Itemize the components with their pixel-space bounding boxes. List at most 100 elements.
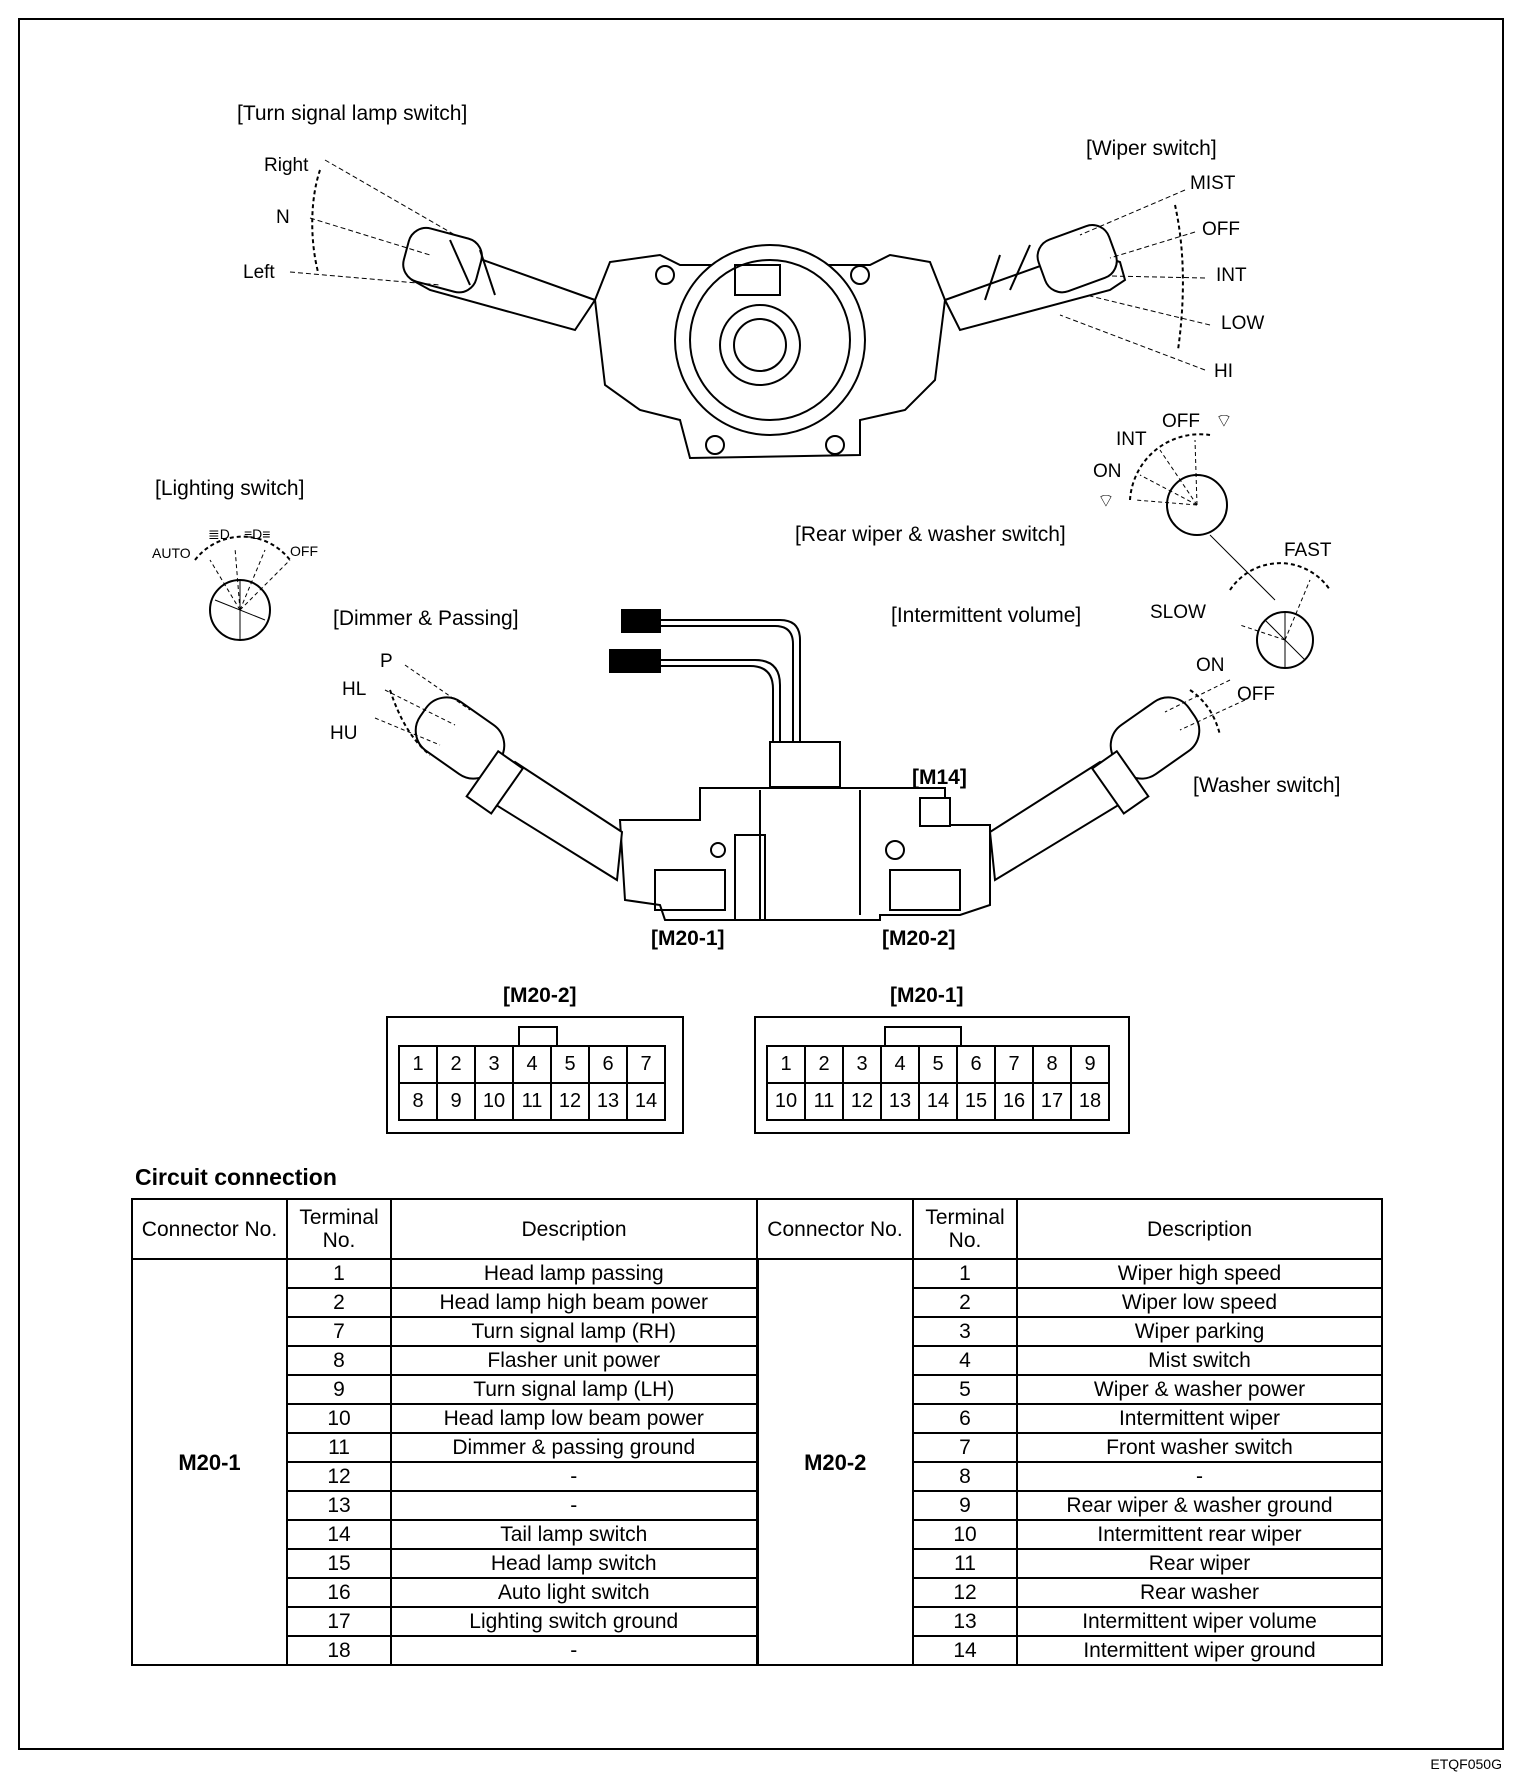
pin: 13 bbox=[588, 1082, 628, 1121]
circuit-title: Circuit connection bbox=[135, 1164, 337, 1190]
pin: 13 bbox=[880, 1082, 920, 1121]
pin: 7 bbox=[626, 1045, 666, 1084]
description-cell: Intermittent wiper bbox=[1016, 1403, 1383, 1434]
rear-int-label: INT bbox=[1116, 429, 1147, 450]
description-cell: Head lamp switch bbox=[390, 1548, 758, 1579]
lighting-off-label: OFF bbox=[290, 543, 318, 559]
terminal-cell: 12 bbox=[286, 1461, 392, 1492]
pin: 10 bbox=[766, 1082, 806, 1121]
rear-wiper-title: [Rear wiper & washer switch] bbox=[795, 523, 1066, 546]
pinout-m20-2-grid: 1 2 3 4 5 6 7 8 9 10 11 12 13 14 bbox=[398, 1045, 666, 1121]
description-cell: Wiper low speed bbox=[1016, 1287, 1383, 1318]
terminal-cell: 12 bbox=[912, 1577, 1018, 1608]
terminal-cell: 17 bbox=[286, 1606, 392, 1637]
pin: 4 bbox=[512, 1045, 552, 1084]
table-row: 10 Head lamp low beam power 6 Intermitte… bbox=[132, 1403, 1383, 1434]
description-cell: Head lamp passing bbox=[390, 1258, 758, 1289]
rear-off-wiper-icon: ⌔ bbox=[1215, 411, 1233, 432]
pinout-m20-1-title: [M20-1] bbox=[890, 984, 964, 1007]
terminal-cell: 6 bbox=[912, 1403, 1018, 1434]
pin: 1 bbox=[398, 1045, 438, 1084]
wiper-hi-label: HI bbox=[1214, 361, 1233, 382]
header-terminal: Terminal No. bbox=[912, 1198, 1018, 1260]
washer-lever bbox=[988, 679, 1246, 882]
header-connector: Connector No. bbox=[131, 1198, 288, 1260]
description-cell: Turn signal lamp (LH) bbox=[390, 1374, 758, 1405]
int-fast-label: FAST bbox=[1284, 540, 1332, 561]
description-cell: Head lamp low beam power bbox=[390, 1403, 758, 1434]
rear-on-label: ON bbox=[1093, 461, 1122, 482]
int-slow-label: SLOW bbox=[1150, 602, 1206, 623]
turn-left-label: Left bbox=[243, 262, 275, 283]
terminal-cell: 18 bbox=[286, 1635, 392, 1666]
combination-switch-body bbox=[593, 244, 947, 460]
table-row: 7 Turn signal lamp (RH) 3 Wiper parking bbox=[132, 1316, 1383, 1347]
description-cell: Dimmer & passing ground bbox=[390, 1432, 758, 1463]
m20-2-assembly-label: [M20-2] bbox=[882, 927, 956, 950]
terminal-cell: 8 bbox=[286, 1345, 392, 1376]
taillamp-icon: ≡D≡ bbox=[244, 526, 271, 542]
rear-wiper-knob bbox=[1129, 433, 1276, 601]
pin: 11 bbox=[804, 1082, 844, 1121]
terminal-cell: 3 bbox=[912, 1316, 1018, 1347]
description-cell: Mist switch bbox=[1016, 1345, 1383, 1376]
terminal-cell: 14 bbox=[912, 1635, 1018, 1666]
pin: 8 bbox=[1032, 1045, 1072, 1084]
table-row: 14 Tail lamp switch 10 Intermittent rear… bbox=[132, 1519, 1383, 1550]
terminal-cell: 7 bbox=[286, 1316, 392, 1347]
intermittent-knob bbox=[1229, 562, 1331, 669]
pin: 9 bbox=[1070, 1045, 1110, 1084]
pin: 3 bbox=[474, 1045, 514, 1084]
terminal-cell: 9 bbox=[912, 1490, 1018, 1521]
terminal-cell: 9 bbox=[286, 1374, 392, 1405]
terminal-cell: 14 bbox=[286, 1519, 392, 1550]
pin: 11 bbox=[512, 1082, 552, 1121]
pin: 2 bbox=[804, 1045, 844, 1084]
table-row: 2 Head lamp high beam power 2 Wiper low … bbox=[132, 1287, 1383, 1318]
pinout-m20-1-grid: 1 2 3 4 5 6 7 8 9 10 11 12 13 14 15 16 1… bbox=[766, 1045, 1110, 1121]
terminal-cell: 10 bbox=[912, 1519, 1018, 1550]
description-cell: - bbox=[390, 1490, 758, 1521]
pinout-m20-2: 1 2 3 4 5 6 7 8 9 10 11 12 13 14 bbox=[386, 1016, 684, 1134]
washer-on-label: ON bbox=[1196, 655, 1225, 676]
dimmer-hu-label: HU bbox=[330, 723, 358, 744]
pin: 1 bbox=[766, 1045, 806, 1084]
description-cell: Wiper high speed bbox=[1016, 1258, 1383, 1289]
pin: 4 bbox=[880, 1045, 920, 1084]
table-row: 9 Turn signal lamp (LH) 5 Wiper & washer… bbox=[132, 1374, 1383, 1405]
connector-key bbox=[518, 1026, 558, 1046]
m14-label: [M14] bbox=[912, 766, 967, 789]
header-description: Description bbox=[390, 1198, 758, 1260]
lighting-title: [Lighting switch] bbox=[155, 477, 305, 500]
figure-code: ETQF050G bbox=[1430, 1756, 1502, 1772]
description-cell: Rear wiper & washer ground bbox=[1016, 1490, 1383, 1521]
header-terminal: Terminal No. bbox=[286, 1198, 392, 1260]
wiper-off-label: OFF bbox=[1202, 219, 1240, 240]
pin: 3 bbox=[842, 1045, 882, 1084]
turn-signal-lever bbox=[289, 159, 597, 332]
harness-cables bbox=[609, 609, 801, 745]
pin: 5 bbox=[918, 1045, 958, 1084]
wiper-low-label: LOW bbox=[1221, 313, 1265, 334]
description-cell: - bbox=[390, 1635, 758, 1666]
pin: 12 bbox=[842, 1082, 882, 1121]
pin: 14 bbox=[626, 1082, 666, 1121]
table-row: 16 Auto light switch 12 Rear washer bbox=[132, 1577, 1383, 1608]
rear-washer-icon: ⌔ bbox=[1097, 491, 1115, 512]
description-cell: Head lamp high beam power bbox=[390, 1287, 758, 1318]
pin: 2 bbox=[436, 1045, 476, 1084]
header-connector: Connector No. bbox=[756, 1198, 914, 1260]
pin: 10 bbox=[474, 1082, 514, 1121]
description-cell: Lighting switch ground bbox=[390, 1606, 758, 1637]
connector-m20-1: M20-1 bbox=[131, 1258, 288, 1666]
switch-illustration bbox=[194, 159, 1331, 921]
wiper-int-label: INT bbox=[1216, 265, 1247, 286]
pinout-m20-1: 1 2 3 4 5 6 7 8 9 10 11 12 13 14 15 16 1… bbox=[754, 1016, 1130, 1134]
terminal-cell: 1 bbox=[912, 1258, 1018, 1289]
terminal-cell: 1 bbox=[286, 1258, 392, 1289]
lighting-auto-label: AUTO bbox=[152, 545, 191, 561]
terminal-cell: 7 bbox=[912, 1432, 1018, 1463]
wiper-mist-label: MIST bbox=[1190, 173, 1236, 194]
table-row: 11 Dimmer & passing ground 7 Front washe… bbox=[132, 1432, 1383, 1463]
terminal-cell: 10 bbox=[286, 1403, 392, 1434]
